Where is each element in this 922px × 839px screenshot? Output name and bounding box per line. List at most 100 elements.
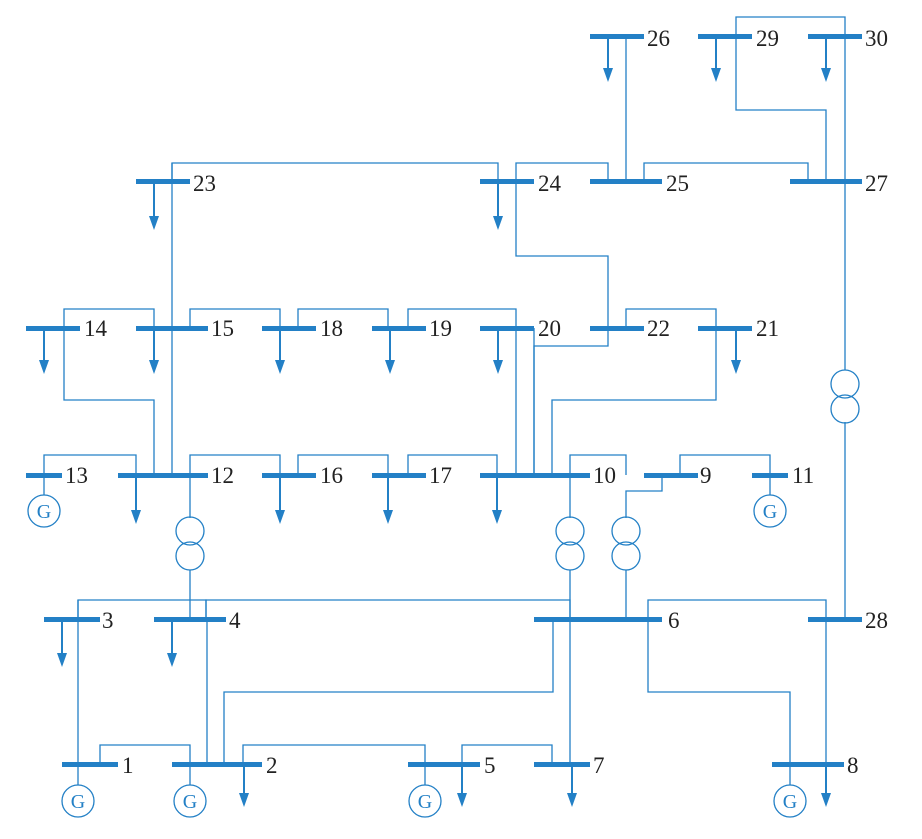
bus-label-24: 24 — [538, 171, 562, 196]
bus-label-8: 8 — [847, 753, 859, 778]
bus-29-bar — [698, 34, 752, 39]
bus-label-17: 17 — [429, 463, 452, 488]
bus-label-5: 5 — [484, 753, 496, 778]
bus-14-bar — [26, 326, 80, 331]
bus-20-bar — [480, 326, 534, 331]
load-arrow-bus-24 — [493, 181, 503, 230]
line-4-6 — [205, 599, 571, 620]
load-arrow-bus-8 — [821, 765, 831, 807]
bus-label-19: 19 — [429, 316, 452, 341]
generator-bus-8: G — [773, 764, 807, 818]
bus-label-12: 12 — [211, 463, 234, 488]
line-15-23 — [171, 162, 499, 328]
load-arrow-bus-20 — [493, 328, 503, 374]
load-arrow-bus-12 — [131, 475, 141, 524]
transformers — [175, 369, 860, 571]
load-arrow-bus-10 — [492, 475, 502, 524]
bus-24-bar — [480, 179, 534, 184]
line-6-8 — [647, 620, 791, 764]
bus-15-bar — [136, 326, 208, 331]
bus-label-21: 21 — [756, 316, 779, 341]
transformer-28-27 — [830, 369, 860, 424]
load-arrow-bus-2 — [239, 765, 249, 807]
bus-label-16: 16 — [320, 463, 343, 488]
line-10-22 — [533, 328, 609, 475]
line-5-7 — [461, 744, 553, 764]
svg-text:G: G — [71, 791, 85, 813]
bus-label-13: 13 — [65, 463, 88, 488]
load-arrow-bus-17 — [383, 475, 393, 524]
line-6-28 — [647, 599, 827, 620]
bus-2-bar — [172, 762, 262, 767]
bus-label-2: 2 — [266, 753, 278, 778]
bus-label-25: 25 — [666, 171, 689, 196]
line-29-30 — [735, 16, 846, 36]
bus-21-bar — [698, 326, 752, 331]
generator-bus-11: G — [753, 475, 787, 528]
bus-label-11: 11 — [792, 463, 814, 488]
bus-label-15: 15 — [211, 316, 234, 341]
bus-6-bar — [534, 617, 662, 622]
loads — [39, 36, 831, 807]
line-xfmr-9 — [625, 475, 663, 518]
load-arrow-bus-18 — [275, 328, 285, 374]
svg-text:G: G — [763, 501, 777, 523]
bus-26-bar — [590, 34, 644, 39]
bus-label-9: 9 — [700, 463, 712, 488]
bus-label-27: 27 — [865, 171, 888, 196]
svg-text:G: G — [418, 791, 432, 813]
load-arrow-bus-23 — [149, 181, 159, 230]
bus-1-bar — [62, 762, 118, 767]
line-17-10 — [407, 454, 498, 475]
bus-label-10: 10 — [593, 463, 616, 488]
bus-label-23: 23 — [193, 171, 216, 196]
generator-bus-2: G — [173, 764, 207, 818]
line-2-5 — [242, 744, 426, 764]
bus-17-bar — [372, 473, 426, 478]
transformer-6-9 — [611, 516, 641, 571]
bus-13-bar — [26, 473, 62, 478]
load-arrow-bus-30 — [821, 36, 831, 82]
line-12-13 — [43, 454, 137, 475]
bus-19-bar — [372, 326, 426, 331]
bus-label-26: 26 — [647, 26, 670, 51]
line-27-29 — [735, 36, 827, 181]
bus-label-18: 18 — [320, 316, 343, 341]
line-14-15 — [63, 308, 155, 328]
bus-label-30: 30 — [865, 26, 888, 51]
bus-23-bar — [136, 179, 190, 184]
line-15-18 — [189, 308, 281, 328]
load-arrow-bus-7 — [567, 765, 577, 807]
line-19-20 — [407, 308, 517, 328]
bus-30-bar — [808, 34, 862, 39]
bus-5-bar — [408, 762, 480, 767]
bus-9-bar — [644, 473, 698, 478]
line-2-6 — [223, 620, 554, 764]
bus-bars — [26, 34, 862, 767]
transformer-4-12 — [175, 516, 205, 571]
line-21-22 — [625, 308, 717, 328]
line-24-25 — [515, 162, 609, 181]
bus-label-3: 3 — [102, 608, 114, 633]
line-9-10-a — [569, 454, 627, 475]
load-arrow-bus-19 — [385, 328, 395, 374]
bus-22-bar — [590, 326, 644, 331]
bus-11-bar — [752, 473, 788, 478]
bus-label-6: 6 — [668, 608, 680, 633]
bus-label-20: 20 — [538, 316, 561, 341]
line-18-19 — [297, 308, 389, 328]
bus-25-bar — [590, 179, 662, 184]
bus-label-22: 22 — [647, 316, 670, 341]
generator-bus-13: G — [27, 475, 61, 528]
load-arrow-bus-29 — [711, 36, 721, 82]
bus-label-14: 14 — [84, 316, 108, 341]
bus-27-bar — [790, 179, 862, 184]
bus-label-7: 7 — [593, 753, 605, 778]
load-arrow-bus-16 — [275, 475, 285, 524]
load-arrow-bus-3 — [57, 620, 67, 667]
line-25-27 — [643, 162, 809, 181]
bus-3-bar — [44, 617, 100, 622]
bus-28-bar — [808, 617, 862, 622]
